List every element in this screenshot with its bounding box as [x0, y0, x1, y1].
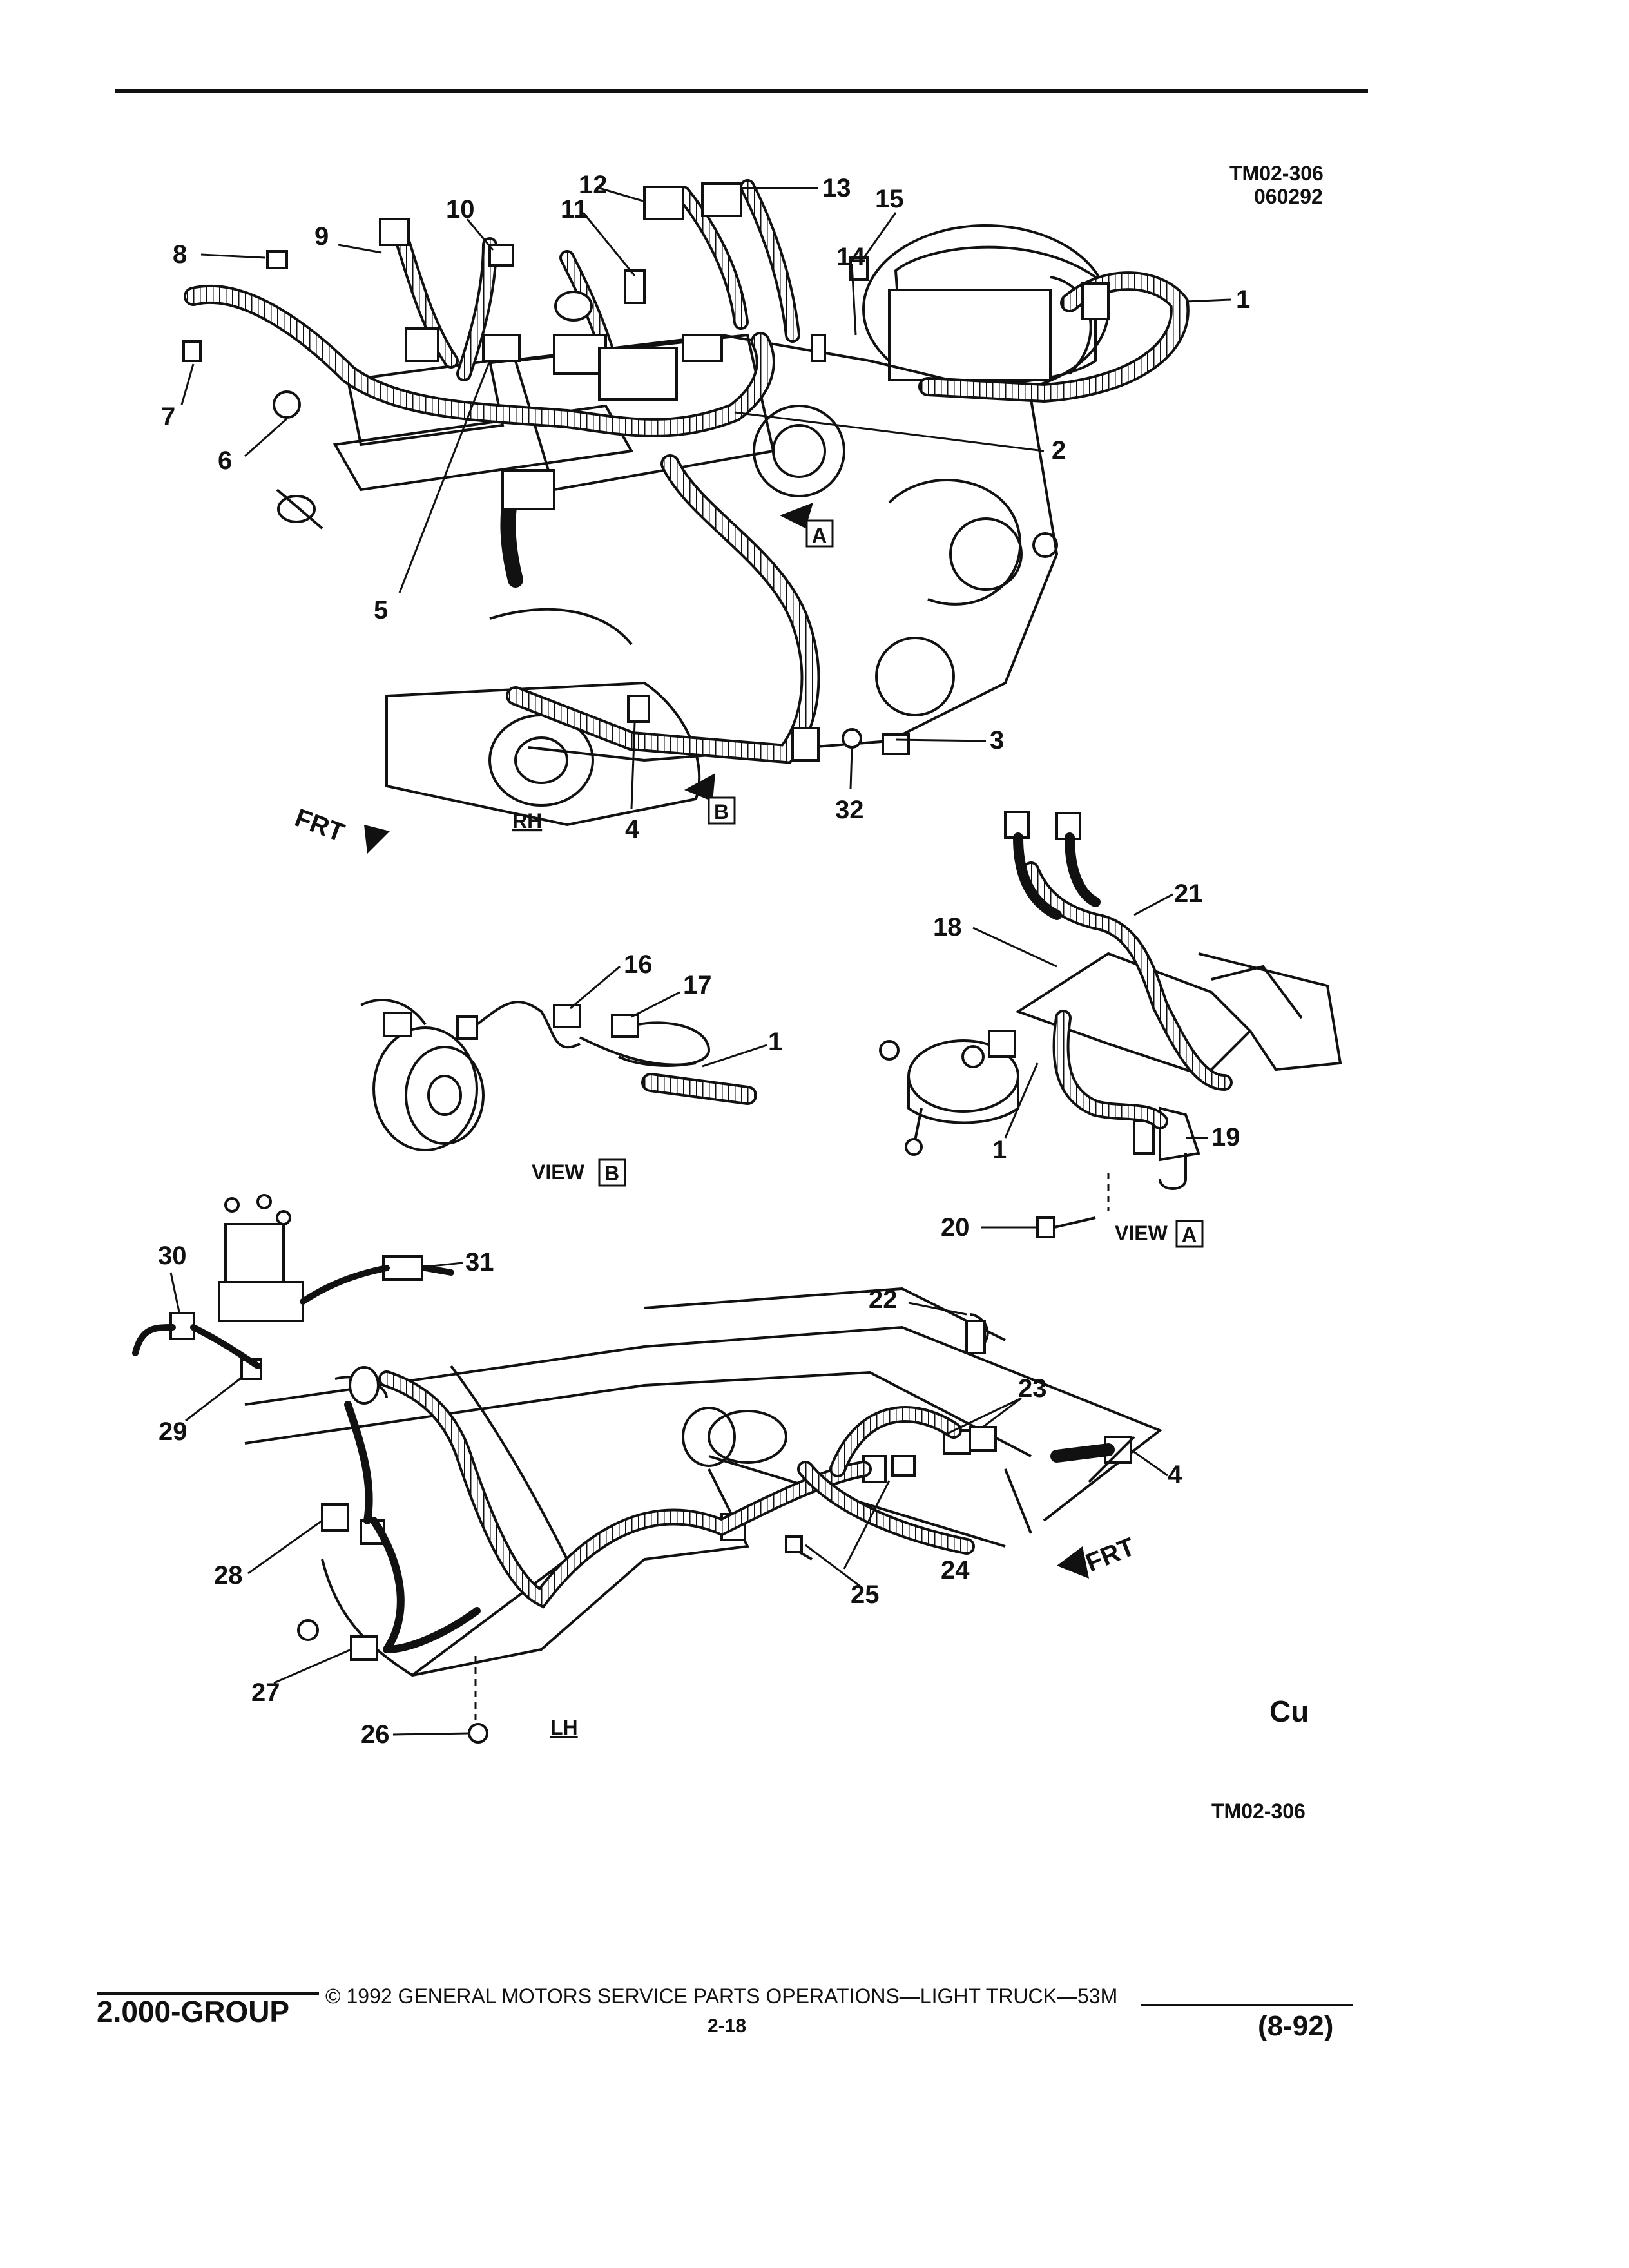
figure-code: TM02-306	[1229, 162, 1324, 185]
view-a	[879, 811, 1342, 1190]
callout-8: 8	[173, 240, 187, 269]
callout-19: 19	[1211, 1123, 1240, 1151]
view-a-caption-letter: A	[1182, 1223, 1197, 1246]
callout-21: 21	[1174, 879, 1203, 908]
bolt-20	[1036, 1216, 1096, 1238]
rh-arrows: A B	[364, 503, 834, 854]
view-a-harness	[1013, 832, 1233, 1129]
footer-rule-right	[1141, 2004, 1353, 2006]
callout-23: 23	[1018, 1374, 1047, 1403]
view-a-caption: VIEW	[1115, 1222, 1168, 1245]
callout-1-view-a: 1	[992, 1136, 1007, 1164]
callout-11: 11	[561, 195, 588, 224]
rh-label: RH	[512, 809, 542, 832]
footer-rule-left	[97, 1992, 319, 1995]
callout-9: 9	[314, 222, 329, 251]
callout-7: 7	[161, 403, 175, 431]
arrow-a-letter: A	[812, 524, 827, 547]
revision-date: (8-92)	[1258, 2010, 1334, 2042]
lh-arrows	[1057, 1546, 1089, 1579]
callout-24: 24	[941, 1556, 970, 1584]
rh-leaders	[180, 187, 1231, 809]
arrow-b-letter: B	[714, 800, 729, 823]
rh-engine-view	[276, 224, 1110, 827]
callout-15: 15	[875, 185, 904, 213]
callout-16: 16	[624, 950, 653, 979]
callout-29: 29	[159, 1418, 188, 1446]
view-b-caption: VIEW	[532, 1160, 585, 1184]
callout-25: 25	[851, 1581, 880, 1609]
frt-label-top: FRT	[291, 803, 348, 847]
footer-group: 2.000-GROUP	[97, 1995, 290, 2028]
cu-logo: Cu	[1269, 1695, 1309, 1728]
callout-31: 31	[465, 1248, 494, 1276]
callout-1-view-b: 1	[768, 1028, 782, 1056]
view-b-leaders	[570, 965, 767, 1068]
callout-30: 30	[158, 1242, 187, 1270]
callout-28: 28	[214, 1561, 243, 1590]
callout-18: 18	[933, 913, 962, 941]
callout-1-top: 1	[1236, 285, 1250, 314]
callout-6: 6	[218, 447, 232, 475]
callout-22: 22	[869, 1285, 898, 1314]
lh-label: LH	[550, 1716, 578, 1739]
view-b	[360, 999, 757, 1151]
footer-copyright: © 1992 GENERAL MOTORS SERVICE PARTS OPER…	[325, 1984, 1118, 2008]
callout-14: 14	[836, 243, 865, 271]
callout-20: 20	[941, 1213, 970, 1242]
callout-12: 12	[579, 171, 608, 199]
callout-26: 26	[361, 1720, 390, 1749]
callout-13: 13	[822, 174, 851, 202]
view-b-caption-letter: B	[604, 1162, 619, 1185]
callout-27: 27	[251, 1678, 280, 1707]
top-rule	[115, 89, 1368, 93]
callout-32: 32	[835, 796, 864, 824]
view-a-leaders	[972, 893, 1208, 1229]
page-number: 2-18	[708, 2015, 747, 2037]
view-a-box	[1175, 1220, 1204, 1248]
lh-engine-view	[169, 1194, 1162, 1744]
callout-10: 10	[446, 195, 475, 224]
callout-3: 3	[990, 726, 1004, 754]
callout-2: 2	[1052, 436, 1066, 465]
figure-date: 060292	[1254, 185, 1323, 208]
callout-4-top: 4	[625, 815, 640, 843]
lh-leaders	[169, 1262, 1168, 1736]
frt-label-lh: FRT	[1082, 1532, 1139, 1577]
bottom-figure-code: TM02-306	[1211, 1800, 1306, 1823]
lh-harness	[132, 1265, 1115, 1653]
rh-connectors	[182, 182, 1110, 762]
callout-4-lh: 4	[1168, 1461, 1182, 1489]
callout-17: 17	[683, 971, 712, 999]
view-b-box	[598, 1158, 626, 1187]
callout-5: 5	[374, 596, 388, 624]
